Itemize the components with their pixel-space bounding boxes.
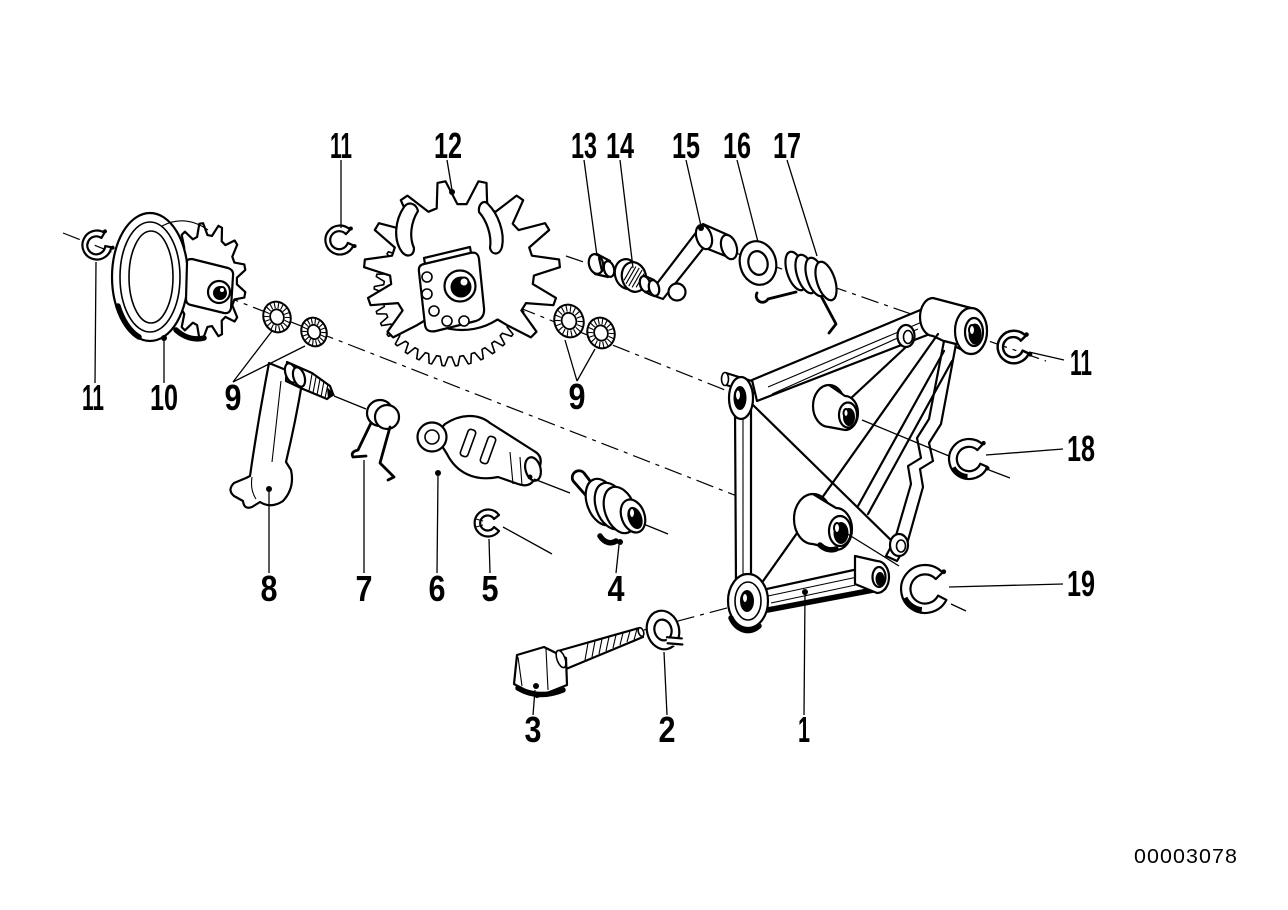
leader-dots: [161, 189, 808, 689]
callout-2: 2: [659, 709, 676, 750]
callout-10: 10: [150, 377, 178, 418]
part-sleeve: [587, 252, 616, 279]
callout-17: 17: [773, 125, 801, 166]
part-lock-ring: [553, 303, 585, 339]
callout-7: 7: [356, 568, 373, 609]
part-torsion-spring-left: [350, 398, 401, 482]
callout-16: 16: [723, 125, 751, 166]
part-washer: [738, 240, 778, 286]
callout-11-top: 11: [330, 125, 352, 166]
callout-13: 13: [571, 125, 597, 166]
leader-lines: [94, 159, 1065, 716]
part-lever-arm: [229, 360, 367, 509]
callout-3: 3: [525, 709, 542, 750]
part-lock-ring: [262, 300, 292, 334]
callout-14: 14: [606, 125, 634, 166]
callout-4: 4: [608, 568, 625, 609]
part-lock-ring: [300, 316, 328, 348]
callout-5: 5: [482, 568, 499, 609]
callout-11-left: 11: [82, 377, 104, 418]
diagram-number: 00003078: [1134, 846, 1238, 868]
callout-12: 12: [434, 125, 462, 166]
part-cup-washer-18: [947, 437, 990, 481]
callout-1: 1: [798, 709, 810, 750]
part-bracket: [720, 296, 989, 634]
callout-9-left: 9: [225, 377, 242, 418]
part-circlip-top: [321, 221, 359, 259]
part-lever: [638, 222, 739, 302]
callout-15: 15: [672, 125, 700, 166]
callout-6: 6: [429, 568, 446, 609]
part-split-washer: [645, 609, 684, 651]
part-lock-ring: [586, 316, 616, 350]
callout-labels: 1 2 3 4 5 6 7 8 9 9 10 11 11 11 12 13 14…: [82, 125, 1095, 750]
callout-11-right: 11: [1070, 342, 1092, 383]
part-cup-washer-19: [899, 563, 948, 615]
part-torsion-spring-right: [754, 250, 838, 335]
part-sprocket: [363, 180, 561, 367]
callout-8: 8: [261, 568, 278, 609]
e-clip-pointer-line: [502, 526, 553, 555]
part-hex-bolt: [512, 626, 645, 699]
part-circlip-right: [993, 326, 1035, 368]
part-advance-unit: [110, 211, 247, 343]
part-spring-hook: [570, 469, 647, 546]
callout-19: 19: [1067, 563, 1095, 604]
callout-18: 18: [1067, 428, 1095, 469]
callout-9-right: 9: [569, 376, 586, 417]
part-e-clip: [473, 508, 501, 538]
part-circlip-left: [76, 224, 118, 266]
part-cam-follower: [416, 414, 669, 535]
